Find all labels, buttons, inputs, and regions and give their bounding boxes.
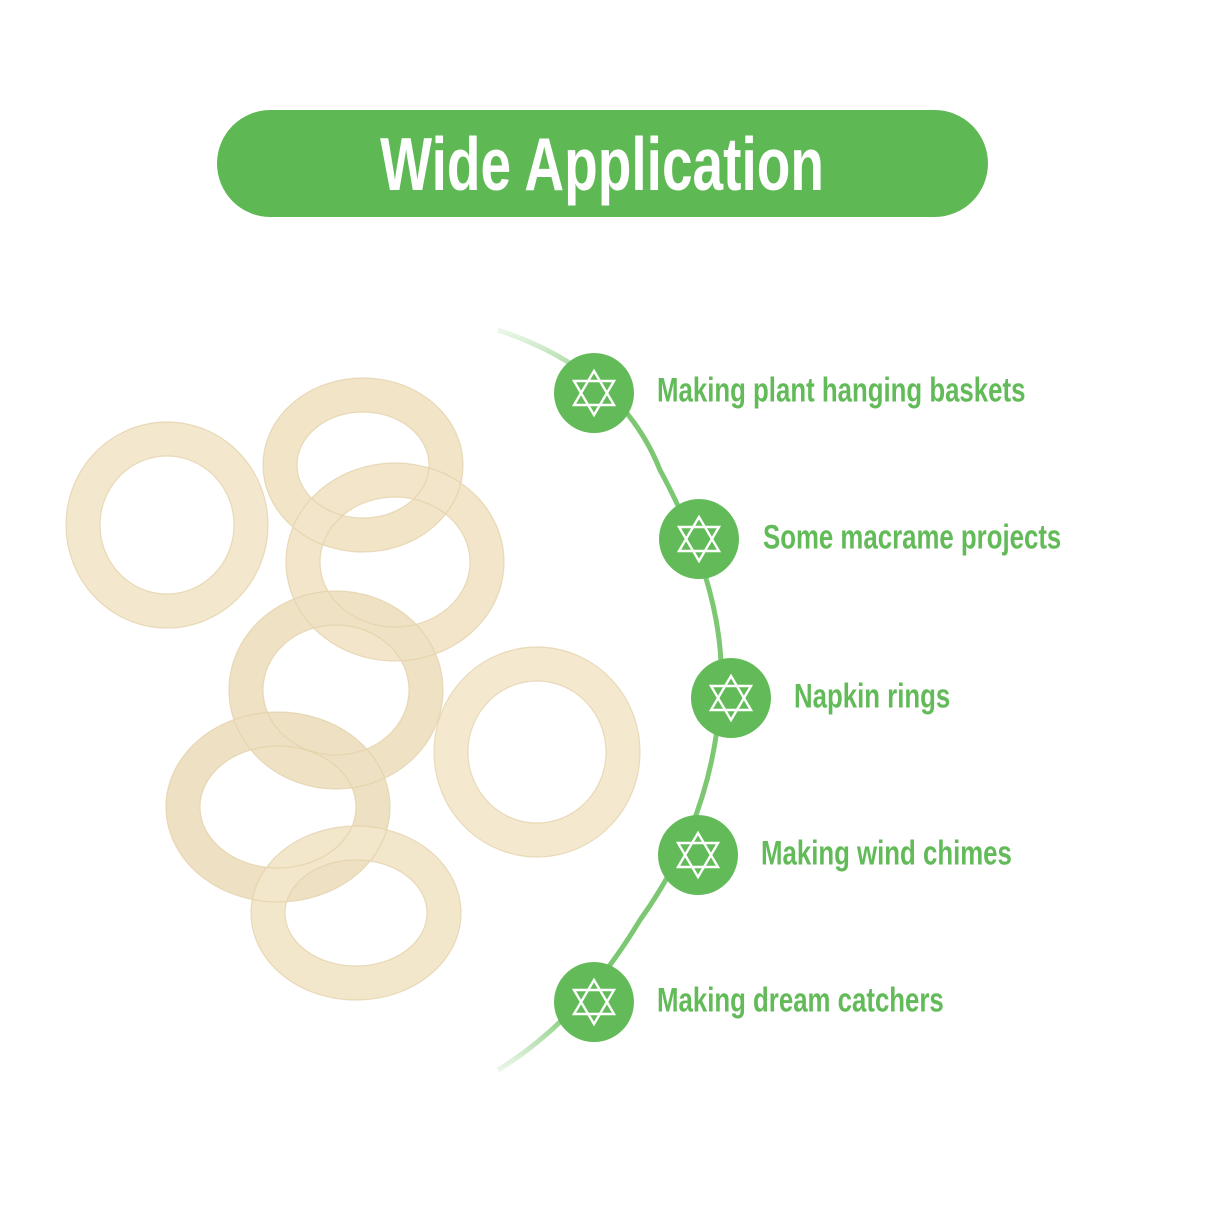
application-label-3: Napkin rings (794, 677, 951, 716)
application-icon-5 (554, 962, 634, 1042)
star-of-david-icon (676, 514, 722, 564)
application-label-1: Making plant hanging baskets (657, 371, 1026, 410)
application-icon-3 (691, 658, 771, 738)
application-label-2: Some macrame projects (763, 518, 1062, 557)
application-icon-2 (659, 499, 739, 579)
title-banner: Wide Application (217, 110, 988, 217)
application-label-4: Making wind chimes (761, 834, 1012, 873)
application-icon-1 (554, 353, 634, 433)
star-of-david-icon (571, 368, 617, 418)
star-of-david-icon (708, 673, 754, 723)
application-icon-4 (658, 815, 738, 895)
star-of-david-icon (675, 830, 721, 880)
title-text: Wide Application (380, 121, 825, 206)
star-of-david-icon (571, 977, 617, 1027)
application-label-5: Making dream catchers (657, 981, 944, 1020)
